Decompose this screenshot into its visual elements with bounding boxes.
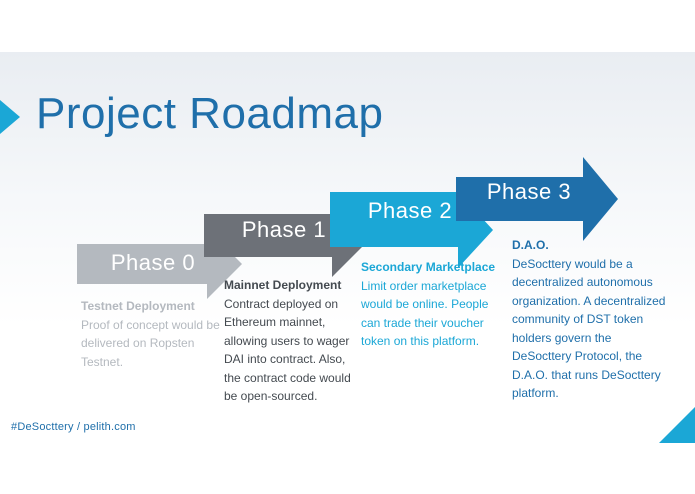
phase-3-arrow: Phase 3 (456, 157, 618, 241)
phase-1-heading: Mainnet Deployment (224, 278, 342, 292)
page-title: Project Roadmap (36, 89, 384, 138)
phase-3-description: D.A.O. DeSocttery would be a decentraliz… (512, 236, 672, 403)
slide: Project Roadmap Phase 0 Phase 1 Phase 2 … (0, 52, 695, 443)
phase-0-heading: Testnet Deployment (81, 299, 195, 313)
arrow-shape (330, 192, 493, 268)
phase-2-description: Secondary Marketplace Limit order market… (361, 258, 496, 351)
phase-1-arrow: Phase 1 (204, 209, 366, 277)
phase-2-label: Phase 2 (367, 198, 453, 223)
arrow-shape (456, 157, 618, 241)
phase-1-label: Phase 1 (241, 217, 327, 242)
left-accent-triangle (0, 100, 20, 134)
corner-accent-triangle (659, 407, 695, 443)
arrow-shape (77, 229, 242, 299)
phase-0-description: Testnet Deployment Proof of concept woul… (81, 297, 221, 371)
phase-0-arrow: Phase 0 (77, 229, 242, 299)
phase-1-text: Contract deployed on Ethereum mainnet, a… (224, 296, 351, 404)
phase-2-arrow: Phase 2 (330, 192, 493, 268)
phase-0-label: Phase 0 (110, 250, 196, 275)
phase-1-description: Mainnet Deployment Contract deployed on … (224, 276, 359, 406)
arrow-shape (204, 209, 366, 277)
footer-link[interactable]: #DeSocttery / pelith.com (11, 421, 136, 433)
phase-3-heading: D.A.O. (512, 238, 549, 252)
phase-3-text: DeSocttery would be a decentralized auto… (512, 256, 666, 401)
phase-2-heading: Secondary Marketplace (361, 260, 496, 274)
phase-2-text: Limit order marketplace would be online.… (361, 278, 489, 349)
phase-3-label: Phase 3 (486, 179, 572, 204)
phase-0-text: Proof of concept would be delivered on R… (81, 317, 220, 369)
